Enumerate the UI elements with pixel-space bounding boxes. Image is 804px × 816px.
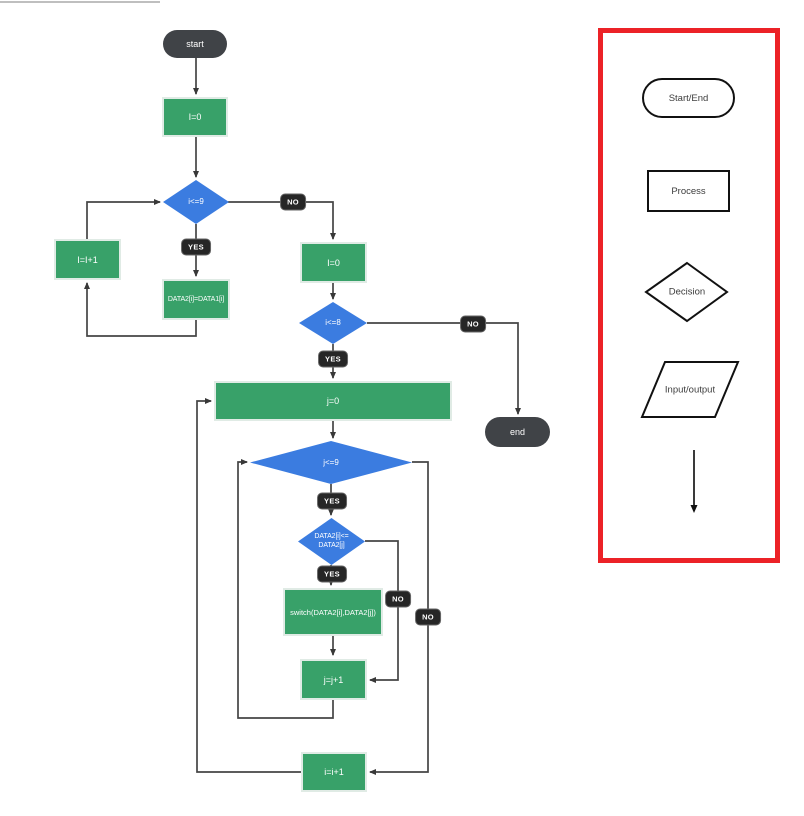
edge-label-no-i8[interactable]: NO xyxy=(460,315,486,333)
legend-start-end-shape: Start/End xyxy=(642,78,735,118)
node-i-increment[interactable]: I=I+1 xyxy=(54,239,121,280)
legend-decision-label: Decision xyxy=(668,286,706,298)
node-switch[interactable]: switch(DATA2[i],DATA2[j]) xyxy=(283,588,383,636)
node-i-init[interactable]: I=0 xyxy=(162,97,228,137)
node-j-increment[interactable]: j=j+1 xyxy=(300,659,367,700)
node-j-init[interactable]: j=0 xyxy=(214,381,452,421)
edge-label-yes-cmp[interactable]: YES xyxy=(317,565,347,583)
edge-assign-to-i-incr xyxy=(84,282,197,337)
legend-decision-diamond-icon xyxy=(644,261,729,323)
legend-shapes-layer xyxy=(640,261,740,513)
legend-process-shape: Process xyxy=(647,170,730,212)
edge-label-no-j9[interactable]: NO xyxy=(415,608,441,626)
node-assign-data[interactable]: DATA2[i]=DATA1[i] xyxy=(162,279,230,320)
decision-compare-line1: DATA2[i]<= xyxy=(314,532,349,540)
legend-input-output-label: Input/output xyxy=(664,384,716,396)
node-end[interactable]: end xyxy=(485,417,550,447)
node-i-increment-2[interactable]: i=i+1 xyxy=(301,752,367,792)
node-i-init-2[interactable]: I=0 xyxy=(300,242,367,283)
edge-label-no-i9[interactable]: NO xyxy=(280,193,306,211)
edge-j-incr-to-dec-j9 xyxy=(237,459,334,719)
edge-label-no-cmp[interactable]: NO xyxy=(385,590,411,608)
legend-input-output-parallelogram-icon xyxy=(640,361,740,418)
decision-compare-line2: DATA2[j] xyxy=(318,541,345,549)
legend-panel: Start/End Process Decision Input/output xyxy=(598,28,780,563)
edge-i-incr2-to-j-init xyxy=(196,398,301,773)
edge-dec-cmp-no-to-j-incr xyxy=(365,540,399,683)
node-start[interactable]: start xyxy=(163,30,227,58)
edge-label-yes-j9[interactable]: YES xyxy=(317,492,347,510)
edge-i-incr-to-dec-i9 xyxy=(86,199,161,239)
edge-dec-i9-no-to-i-init2 xyxy=(228,201,336,240)
edge-dec-i8-no-to-end xyxy=(367,322,521,415)
edge-label-yes-i8[interactable]: YES xyxy=(318,350,348,368)
top-edge-artifact xyxy=(0,1,160,3)
edge-label-yes-i9[interactable]: YES xyxy=(181,238,211,256)
